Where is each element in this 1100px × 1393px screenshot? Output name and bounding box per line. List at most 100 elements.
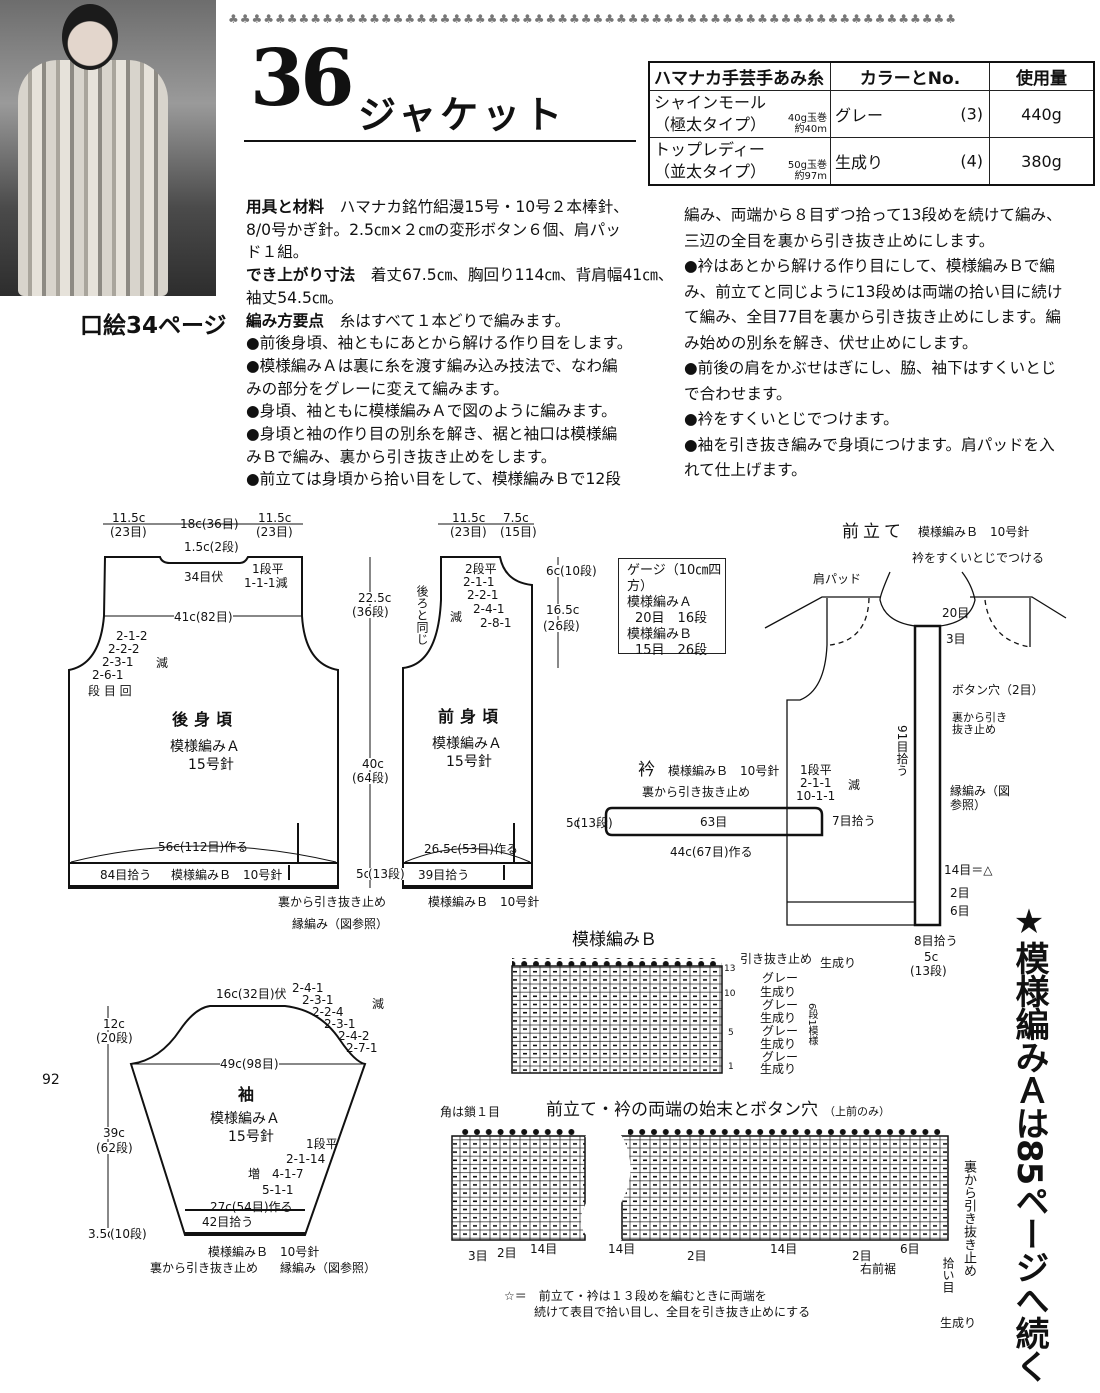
dim-label: (10段) xyxy=(110,1227,147,1241)
instruction-text: ハマナカ銘竹絽漫15号・10号２本棒針、 xyxy=(339,198,629,216)
chart-label: グレー xyxy=(762,1050,799,1064)
dim-label: 27c(54目)作る xyxy=(210,1200,293,1214)
dim-label: 2-1-1 xyxy=(800,776,832,790)
dim-label: (23目) xyxy=(110,525,147,539)
instruction-text: ●模様編みＡは裏に糸を渡す編み込み技法で、なわ編 xyxy=(246,356,618,375)
dim-label: (13段) xyxy=(368,867,405,881)
instruction-text: て編み、全目77目を裏から引き抜き止めにします。編 xyxy=(684,308,1061,326)
dim-label: 39c xyxy=(103,1126,125,1140)
instruction-text: みの部分をグレーに変えて編みます。 xyxy=(246,379,509,398)
instruction-text: ●袖を引き抜き編みで身頃につけます。肩パッドを入 xyxy=(684,435,1055,454)
instructions-right: 編み、両端から８目ずつ拾って13段めを続けて編み、 三辺の全目を裏から引き抜き止… xyxy=(684,203,1063,484)
gauge-title: ゲージ（10㎝四方） xyxy=(627,563,722,594)
dim-label: 5c xyxy=(566,816,581,830)
instruction-text: み、前立てと同じように13段めは両端の拾い目に続け xyxy=(684,282,1063,301)
dim-label: 63目 xyxy=(700,815,728,829)
chart-label: 引き抜き止め xyxy=(740,952,813,966)
title-divider xyxy=(244,140,636,142)
chart-label: 14目 xyxy=(608,1242,636,1256)
instruction-text: ●前立ては身頃から拾い目をして、模様編みＢで12段 xyxy=(246,470,621,489)
dim-label: 2-4-1 xyxy=(473,602,505,616)
dim-label: 模様編みＢ 10号針 xyxy=(668,764,780,778)
instruction-text: れて仕上げます。 xyxy=(684,461,807,479)
piece-pattern: 模様編みＡ xyxy=(432,736,502,752)
chart-label: グレー xyxy=(762,998,799,1012)
instruction-text: 糸はすべて１本どりで編みます。 xyxy=(339,311,571,330)
dim-label: 1段平 xyxy=(306,1137,338,1151)
yarn-length: 約97m xyxy=(794,171,827,182)
instruction-text: ●身頃と袖の作り目の別糸を解き、裾と袖口は模様編 xyxy=(246,425,618,444)
chart-label: 右前裾 xyxy=(860,1262,897,1276)
dim-label: 1.5c(2段) xyxy=(184,540,239,554)
dim-label: 2段平 xyxy=(465,562,497,576)
dim-label: 模様編みＢ 10号針 xyxy=(428,895,540,909)
dim-label: 減 xyxy=(450,610,463,624)
dim-label: 20目 xyxy=(942,606,970,620)
dim-label: (15目) xyxy=(500,525,537,539)
dim-label: 減 xyxy=(156,656,169,670)
dim-label: (23目) xyxy=(256,525,293,539)
chart-label: 生成り xyxy=(760,1011,797,1025)
front-view-outline xyxy=(764,571,1067,927)
dim-label: (13段) xyxy=(576,816,613,830)
yarn-spec: 50g玉巻 xyxy=(787,160,827,171)
dim-label: 11.5c xyxy=(112,511,146,525)
dim-label: 後ろと同じ xyxy=(415,585,429,645)
dim-label: (62段) xyxy=(96,1141,133,1155)
yarn-color: 生成り xyxy=(835,153,884,172)
dim-label: 3.5c xyxy=(88,1227,114,1241)
chart-label: グレー xyxy=(762,1024,799,1038)
yarn-amount: 380g xyxy=(989,137,1095,186)
header-amount: 使用量 xyxy=(989,61,1095,91)
dim-label: 2-2-1 xyxy=(467,588,499,602)
piece-name: 後身頃 xyxy=(172,710,239,729)
dim-label: ボタン穴（2目） xyxy=(952,683,1044,697)
chart-title: 模様編みＢ xyxy=(572,930,657,950)
dim-label: 16.5c xyxy=(546,603,580,617)
instruction-text: 着丈67.5㎝、胸回り114㎝、背肩幅41㎝、 xyxy=(370,266,674,285)
dim-label: 2-7-1 xyxy=(346,1041,378,1055)
dim-label: 縁編み（図参照） xyxy=(280,1261,377,1275)
piece-name: 前身頃 xyxy=(438,707,505,726)
dim-label: 40c xyxy=(362,757,384,771)
dim-label: 18c(36目) xyxy=(180,517,239,531)
jacket-image xyxy=(18,60,168,296)
edge-chart xyxy=(451,1128,949,1241)
instruction-text: ●衿はあとから解ける作り目にして、模様編みＢで編 xyxy=(684,257,1056,275)
dim-label: 減 xyxy=(848,778,861,792)
dim-label: 11.5c xyxy=(258,511,292,525)
chart-label: 14目 xyxy=(770,1242,798,1256)
header-yarn: ハマナカ手芸手あみ糸 xyxy=(648,61,831,91)
instruction-text: 8/0号かぎ針。2.5㎝×２㎝の変形ボタン６個、肩パッ xyxy=(246,220,621,239)
dim-label: 裏から引き抜き止め xyxy=(952,711,1007,736)
piece-name: 衿 xyxy=(638,760,655,780)
dim-label: 8目拾う xyxy=(914,934,958,948)
chart-label: 6段1模様 xyxy=(806,1003,817,1046)
dim-label: 6c xyxy=(546,564,561,578)
dim-label: 91目拾う xyxy=(895,725,909,777)
chart-label: 生成り xyxy=(940,1316,977,1330)
dim-label: 模様編みＢ 10号針 xyxy=(208,1245,320,1259)
chart-label: 裏から引き抜き止め xyxy=(961,1160,976,1277)
dim-label: (36段) xyxy=(352,605,389,619)
gauge-label: 模様編みＢ xyxy=(627,627,693,642)
instructions-left: 用具と材料 ハマナカ銘竹絽漫15号・10号２本棒針、 8/0号かぎ針。2.5㎝×… xyxy=(246,196,673,491)
dim-label: 増 xyxy=(248,1167,261,1181)
chart-label: 拾い目 xyxy=(941,1257,955,1293)
materials-heading: 用具と材料 xyxy=(246,198,324,216)
chart-note: ☆＝ 前立て・衿は１３段めを編むときに両端を xyxy=(504,1289,767,1303)
color-number: (4) xyxy=(960,151,983,171)
chart-label: 生成り xyxy=(760,985,797,999)
gauge-box: ゲージ（10㎝四方） 模様編みＡ 20目 16段 模様編みＢ 15目 26段 xyxy=(618,558,726,658)
instruction-text: 編み、両端から８目ずつ拾って13段めを続けて編み、 xyxy=(684,206,1062,224)
instruction-text: 袖丈54.5㎝。 xyxy=(246,288,344,307)
back-bodice-outline xyxy=(68,556,339,889)
yarn-color: グレー xyxy=(835,106,884,125)
yarn-type: （極太タイプ） xyxy=(654,115,767,134)
piece-name: 前立て xyxy=(842,522,905,542)
dim-label: 衿をすくいとじでつける xyxy=(912,551,1045,565)
dim-label: 裏から引き抜き止め xyxy=(278,895,387,909)
chart-label: 6目 xyxy=(900,1242,920,1256)
pattern-number: 36 xyxy=(250,33,355,124)
dim-label: 5c xyxy=(356,867,371,881)
